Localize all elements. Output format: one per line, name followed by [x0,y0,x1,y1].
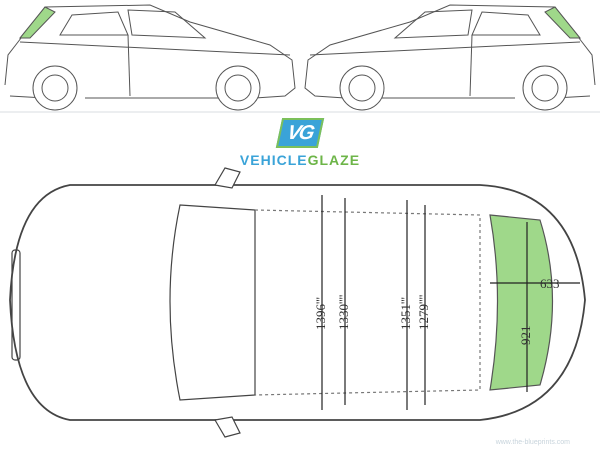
side-view-right [304,4,596,111]
top-view [9,167,586,438]
vg-logo-mark: VG [275,118,325,148]
right-quarter-glass [544,6,582,39]
brand-name: VEHICLEGLAZE [239,152,361,168]
dimension-1396: 1396''' [313,296,328,330]
vehicleglaze-logo: VG VEHICLEGLAZE [0,118,600,168]
rear-windscreen [489,214,554,391]
dimension-1279: 1279'''' [416,294,431,330]
dimension-633: 633 [540,276,560,291]
credit-text: www.the-blueprints.com [495,439,570,446]
dimension-921: 921 [518,325,533,346]
side-view-left [4,4,296,111]
left-quarter-glass [18,6,56,39]
dimension-1351: 1351''' [398,296,413,330]
dimension-1330: 1330'''' [336,294,351,330]
